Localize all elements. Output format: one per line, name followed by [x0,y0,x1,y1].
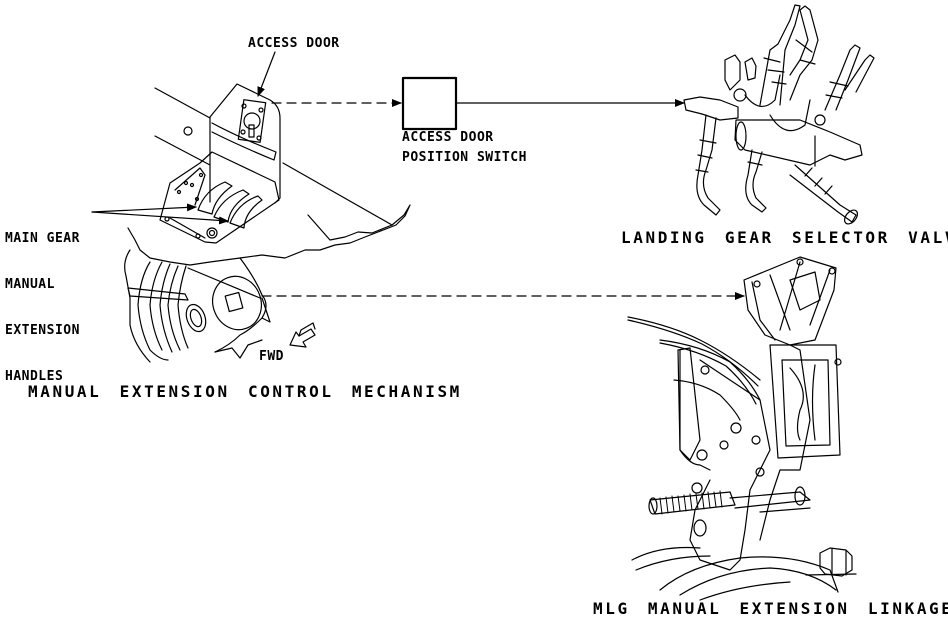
manual-extension-control-mechanism-caption: MANUAL EXTENSION CONTROL MECHANISM [28,382,462,401]
fwd-arrow-icon [289,322,316,348]
landing-gear-selector-valve-drawing [683,4,875,225]
access-door-position-switch-label-line1: ACCESS DOOR [402,130,494,145]
main-gear-manual-extension-handles-label: MAIN GEAR MANUAL EXTENSION HANDLES [5,206,80,403]
handles-label-line: MAIN GEAR [5,231,80,246]
handles-label-line: EXTENSION [5,323,80,338]
handles-label-line: MANUAL [5,277,55,292]
handles-label-line: HANDLES [5,369,64,384]
handles-leader-2 [91,211,229,225]
handles-leader-1 [91,203,197,213]
access-door-label: ACCESS DOOR [248,36,340,51]
access-door-position-switch-box [401,76,458,131]
access-door-leader [257,51,276,97]
fwd-label: FWD [259,349,284,364]
manual-extension-control-mechanism-drawing [124,83,411,363]
access-door-position-switch-label-line2: POSITION SWITCH [402,150,527,165]
landing-gear-selector-valve-caption: LANDING GEAR SELECTOR VALVE [621,228,948,247]
mlg-manual-extension-linkage-drawing [627,256,857,601]
mlg-manual-extension-linkage-caption: MLG MANUAL EXTENSION LINKAGE [593,599,948,618]
